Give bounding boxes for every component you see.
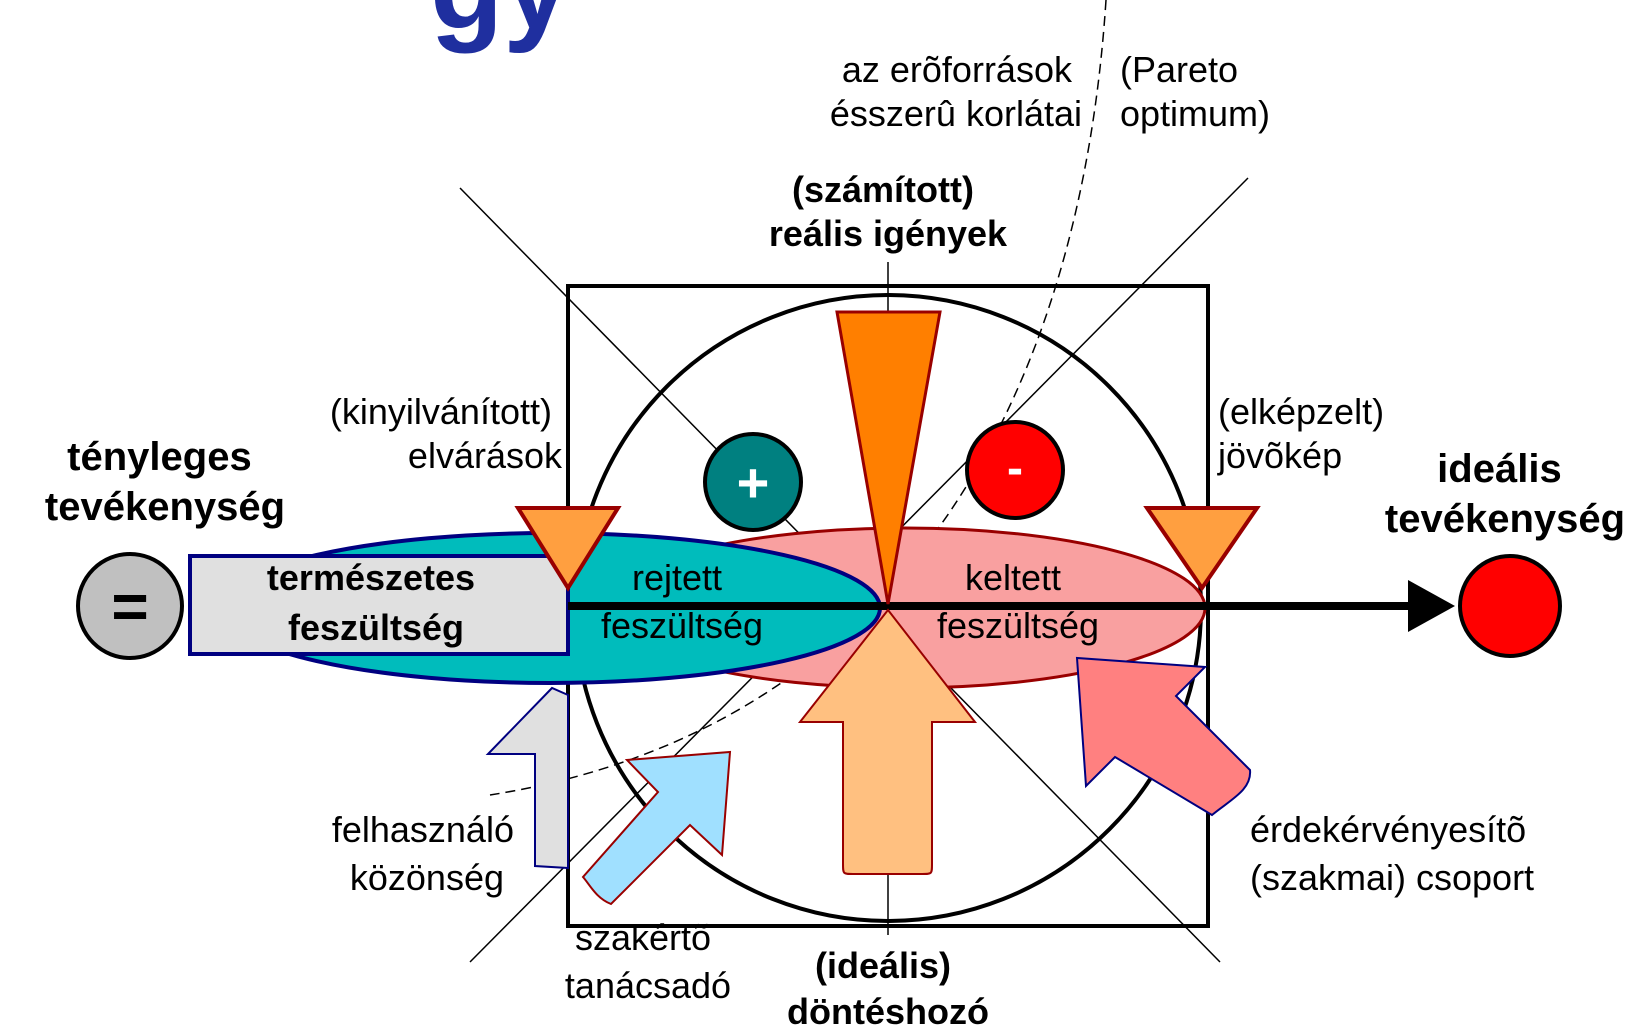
expectations-label: (kinyilvánított) elvárások [330, 391, 563, 476]
actual-activity-label: tényleges tevékenység [45, 435, 285, 529]
plus-circle [703, 432, 803, 532]
plus-symbol: + [737, 451, 770, 514]
ideal-activity-label: ideális tevékenység [1385, 447, 1625, 541]
title-fragment: gy [430, 0, 570, 54]
expert-arrow [581, 750, 732, 906]
user-arrow [485, 686, 569, 870]
interest-group-label: érdekérvényesítõ (szakmai) csoport [1250, 809, 1536, 898]
user-audience-label: felhasználó közönség [332, 809, 524, 898]
decider-label: (ideális) döntéshozó [787, 945, 989, 1032]
vision-label: (elképzelt) jövõkép [1217, 391, 1394, 476]
interest-arrow [1075, 656, 1252, 817]
natural-tension-box [188, 554, 570, 656]
equal-circle [76, 552, 184, 660]
resources-label: az erõforrások ésszerû korlátai [830, 49, 1082, 134]
vision-triangle [1143, 506, 1261, 592]
hidden-tension-label: rejtett feszültség [601, 557, 763, 646]
main-axis-arrowhead [1408, 580, 1455, 632]
expert-label: szakértõ tanácsadó [565, 917, 731, 1006]
decider-arrow [797, 608, 978, 875]
expectations-triangle [514, 506, 622, 592]
realistic-needs-label: (számított) reális igények [769, 169, 1008, 254]
minus-symbol: - [1007, 442, 1023, 495]
induced-tension-label: keltett feszültség [937, 557, 1099, 646]
pareto-label: (Pareto optimum) [1120, 49, 1270, 134]
natural-tension-label: természetes feszültség [267, 557, 485, 648]
minus-circle [965, 420, 1065, 520]
ideal-activity-circle [1458, 554, 1562, 658]
equal-symbol: = [111, 570, 148, 642]
realistic-needs-triangle [835, 310, 942, 605]
